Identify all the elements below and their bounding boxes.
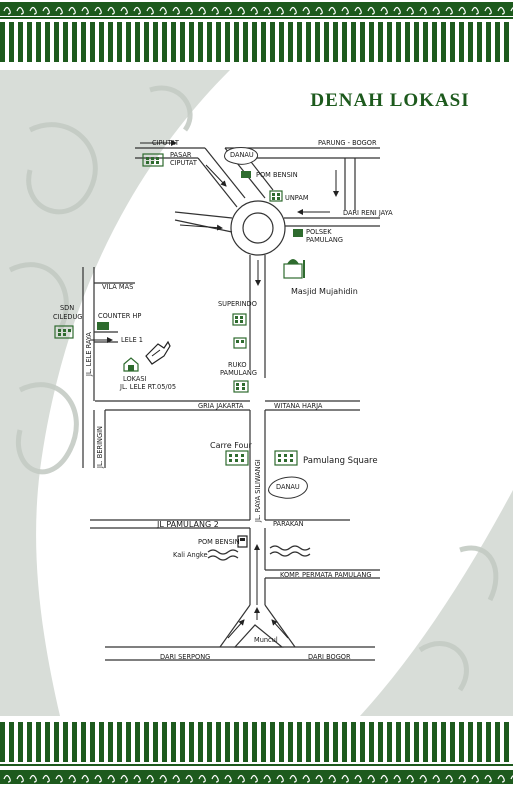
map-labels: CIPUTAT PARUNG - BOGOR PASAR CIPUTAT DAN…	[53, 139, 393, 661]
label-pom-bensin-bottom: POM BENSIN	[198, 538, 240, 546]
label-pom-bensin-top: POM BENSIN	[256, 171, 298, 179]
arrow-left-road	[179, 224, 223, 231]
superindo-icon-2	[233, 337, 247, 349]
label-ciputat: CIPUTAT	[152, 139, 180, 147]
label-pamulang-square: Pamulang Square	[303, 456, 378, 466]
label-witana-harja: WITANA HARJA	[274, 402, 323, 410]
background-leaf-watermark	[0, 70, 513, 716]
label-pasar: PASAR	[170, 151, 192, 159]
pom-bensin-bottom-icon	[237, 535, 248, 548]
lake-mid	[268, 476, 308, 499]
label-gria-jakarta: GRIA JAKARTA	[198, 402, 244, 410]
label-polsek-pamulang: PAMULANG	[306, 236, 343, 244]
polsek-marker	[293, 229, 303, 237]
label-unpam: UNPAM	[285, 194, 309, 202]
label-danau-mid: DANAU	[276, 483, 300, 491]
lake-top	[224, 147, 258, 165]
pointing-hand-icon	[145, 340, 171, 365]
ruko-icon	[233, 380, 249, 393]
bottom-border-pattern	[0, 722, 513, 784]
pasar-ciputat-icon	[142, 153, 164, 167]
unpam-icon	[269, 190, 283, 202]
building-icons	[54, 153, 305, 548]
label-lele-1: LELE 1	[121, 336, 143, 344]
sdn-icon	[54, 325, 74, 339]
direction-arrows	[90, 140, 339, 639]
label-counter-hp: COUNTER HP	[98, 312, 141, 320]
label-kali-angke: Kali Angke	[173, 551, 208, 559]
label-jl-beringin: JL. BERINGIN	[96, 426, 104, 469]
label-pasar-ciputat: CIPUTAT	[170, 159, 198, 167]
label-ruko: RUKO	[228, 361, 247, 369]
label-superindo: SUPERINDO	[218, 300, 257, 308]
arrow-diagonal	[205, 164, 227, 187]
lokasi-house-icon	[123, 357, 139, 372]
road-network	[82, 147, 380, 661]
top-border-pattern	[0, 2, 513, 62]
label-ruko-pamulang: PAMULANG	[220, 369, 257, 377]
label-dari-serpong: DARI SERPONG	[160, 653, 210, 661]
label-jl-pamulang-2: JL PAMULANG 2	[156, 520, 219, 529]
label-jl-lele-raya: JL. LELE RAYA	[85, 332, 93, 377]
label-jl-lele-rt: JL. LELE RT.05/05	[119, 383, 176, 391]
label-danau-top: DANAU	[230, 151, 254, 159]
label-sdn-ciledug: CILEDUG	[53, 313, 82, 321]
mosque-icon	[283, 259, 305, 279]
pom-bensin-top-marker	[241, 171, 251, 178]
label-komp-permata: KOMP. PERMATA PAMULANG	[280, 571, 371, 579]
label-parung-bogor: PARUNG - BOGOR	[318, 139, 377, 147]
label-polsek: POLSEK	[306, 228, 332, 236]
arrow-from-bogor	[271, 619, 289, 639]
arrow-from-serpong	[227, 619, 245, 639]
location-map: CIPUTAT PARUNG - BOGOR PASAR CIPUTAT DAN…	[53, 139, 393, 661]
bottom-decorative-border	[0, 716, 513, 786]
label-parakan: PARAKAN	[273, 520, 304, 528]
page-title: DENAH LOKASI	[310, 90, 470, 111]
superindo-icon	[232, 313, 247, 326]
carrefour-icon	[225, 450, 249, 466]
pamulang-square-icon	[274, 450, 298, 466]
label-masjid: Masjid Mujahidin	[291, 287, 358, 296]
label-jl-raya-siliwangi: JL. RAYA SILIWANGI	[254, 459, 262, 523]
counter-hp-marker	[97, 322, 109, 330]
label-dari-reni-jaya: DARI RENI JAYA	[343, 209, 393, 217]
label-lokasi: LOKASI	[123, 375, 147, 383]
label-muncul: Muncul	[254, 636, 278, 644]
river-kali-angke	[207, 545, 311, 561]
label-vila-mas: VILA MAS	[102, 283, 133, 291]
label-carre-four: Carre Four	[210, 441, 252, 450]
top-decorative-border	[0, 0, 513, 70]
label-dari-bogor: DARI BOGOR	[308, 653, 351, 661]
label-sdn: SDN	[60, 304, 74, 312]
